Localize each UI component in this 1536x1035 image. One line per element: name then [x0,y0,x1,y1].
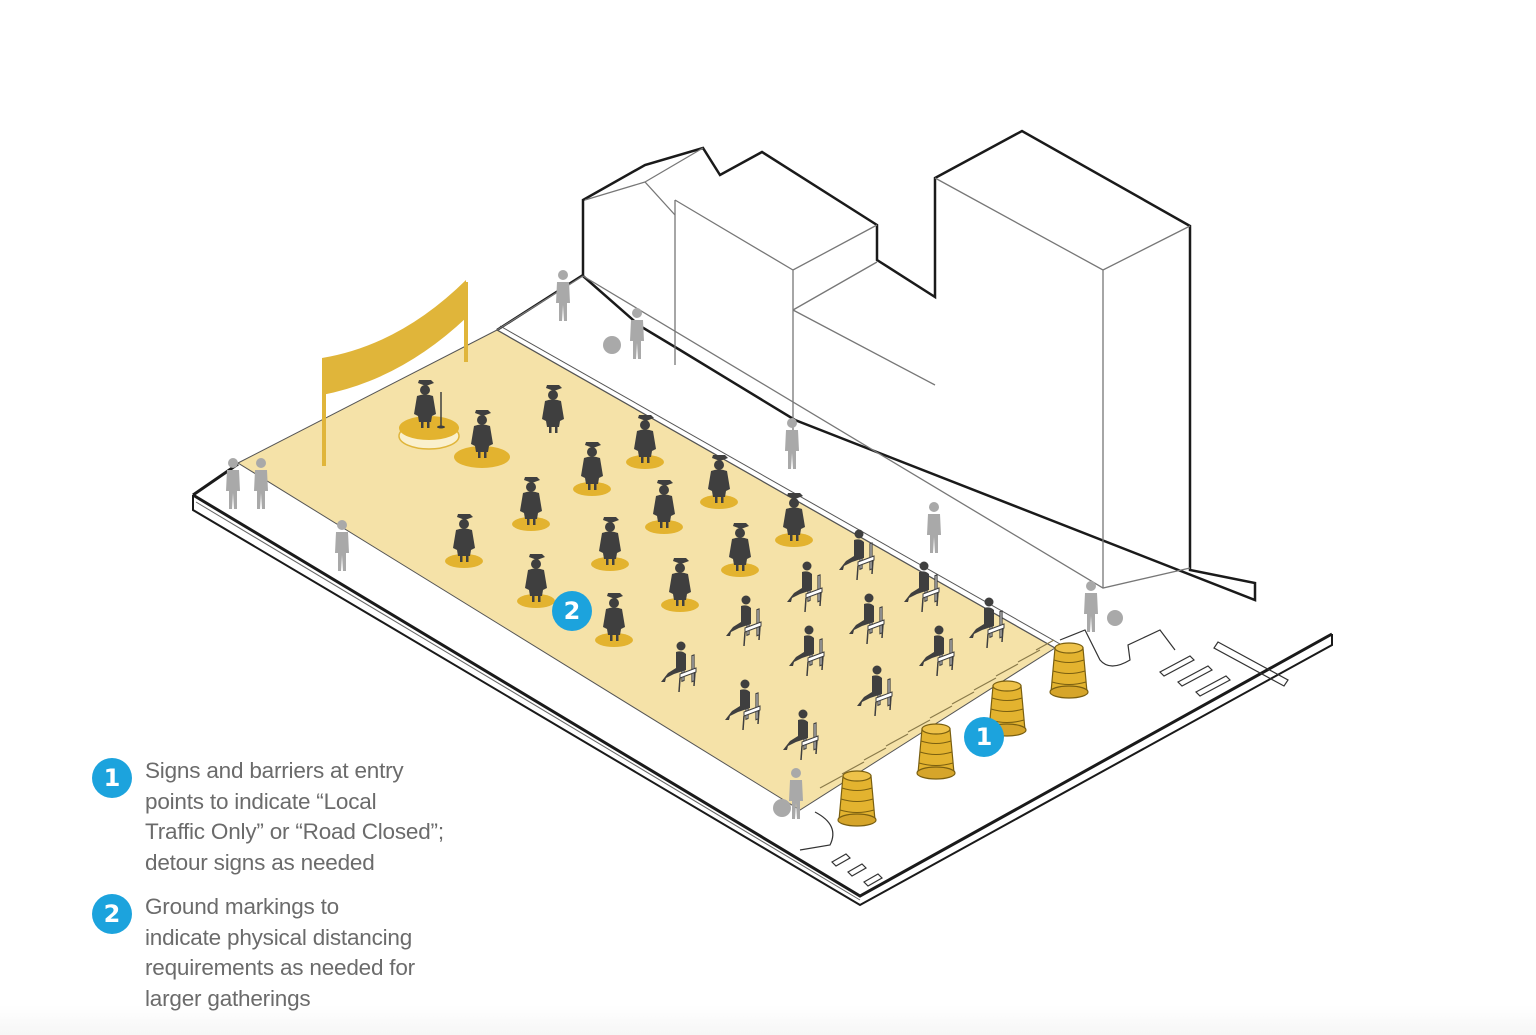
legend-badge-1: 1 [92,758,132,798]
legend-text-2: Ground markings to indicate physical dis… [145,894,415,1011]
legend: 1 Signs and barriers at entry points to … [92,756,492,1028]
legend-item-2: 2 Ground markings to indicate physical d… [92,892,492,1014]
legend-item-1: 1 Signs and barriers at entry points to … [92,756,492,878]
crosswalk-left [799,811,883,887]
pedestrians [226,270,1123,819]
callout-2-badge: 2 [552,591,592,631]
buildings [496,129,1257,602]
standing-graduates [445,385,813,647]
graduation-banner [322,280,468,466]
legend-badge-2: 2 [92,894,132,934]
stage [398,380,460,450]
callout-1-badge: 1 [964,717,1004,757]
crosswalk-right [1059,629,1289,697]
legend-text-1: Signs and barriers at entry points to in… [145,758,444,875]
